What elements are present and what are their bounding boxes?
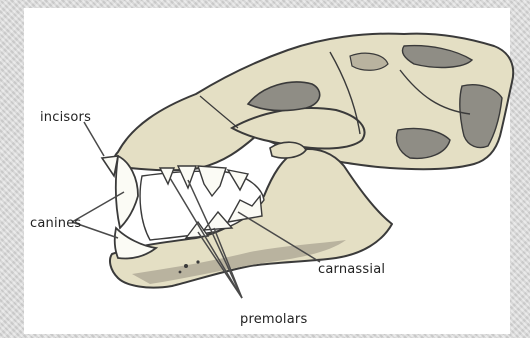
incisors-pointer: [84, 122, 104, 156]
premolars-label: premolars: [240, 312, 307, 327]
carnassial-label: carnassial: [318, 262, 385, 277]
canines-label: canines: [30, 216, 81, 231]
mental-foramen-1: [184, 264, 188, 268]
mental-foramen-3: [179, 271, 182, 274]
incisors-label: incisors: [40, 110, 91, 125]
mental-foramen-2: [196, 260, 199, 263]
